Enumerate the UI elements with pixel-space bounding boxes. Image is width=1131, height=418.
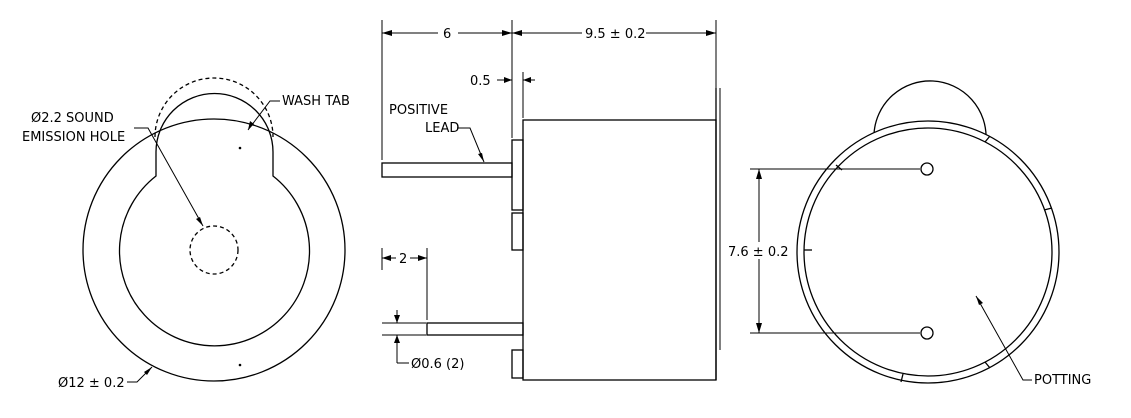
positive-lead-label-line2: LEAD (425, 121, 459, 136)
top-view: Ø2.2 SOUND EMISSION HOLE WASH TAB Ø12 ± … (22, 77, 350, 391)
sound-hole-leader (134, 127, 204, 227)
positive-lead-label-line1: POSITIVE (389, 103, 448, 118)
dim-arrow-lead-left (382, 30, 392, 36)
dim-arrow-body-left (512, 30, 522, 36)
dim-arrow-body-right (706, 30, 716, 36)
wash-tab-bump (873, 80, 987, 141)
dim-lead-diameter: Ø0.6 (2) (411, 357, 464, 372)
dim-arrow-offset-right (418, 255, 427, 261)
dim-arrow-flange-right (523, 77, 531, 83)
outer-circle (82, 118, 346, 382)
potting-label: POTTING (1034, 373, 1091, 388)
dim-body-height: 9.5 ± 0.2 (585, 27, 646, 42)
dim-pin-spacing: 7.6 ± 0.2 (728, 245, 789, 260)
sound-hole-label-line2: EMISSION HOLE (22, 130, 125, 145)
notch-right (1043, 207, 1053, 211)
dim-arrow-offset-left (382, 255, 391, 261)
wash-tab-arc (154, 77, 274, 138)
positive-lead-leader (457, 127, 485, 163)
upper-lead (381, 162, 513, 178)
standoff-middle (511, 212, 524, 251)
inner-ring (803, 127, 1053, 377)
standoff-upper (511, 139, 524, 211)
dim-lead-offset: 2 (399, 252, 407, 267)
notch-bottom (900, 373, 904, 383)
bottom-dot (238, 363, 242, 367)
dim-lead-length: 6 (443, 27, 451, 42)
dim-arrow-pin-bottom (756, 323, 762, 333)
outer-diameter-arrowhead (144, 367, 152, 375)
dim-arrow-lead-right (502, 30, 512, 36)
wash-tab-arrowhead (248, 121, 254, 130)
dim-arrow-dia-bottom (394, 335, 400, 343)
wash-tab-label: WASH TAB (282, 94, 350, 109)
outer-diameter-label: Ø12 ± 0.2 (58, 376, 125, 391)
outer-diameter-leader (127, 366, 153, 383)
pin-lower (920, 326, 934, 340)
buzzer-body (522, 119, 717, 381)
dim-arrow-dia-top (394, 315, 400, 323)
dim-arrow-flange-left (504, 77, 512, 83)
wash-tab-leader (247, 100, 280, 131)
positive-lead-arrowhead (478, 153, 484, 162)
pin-upper (920, 162, 934, 176)
bottom-view: 7.6 ± 0.2 POTTING (726, 80, 1091, 388)
potting-leader (975, 295, 1032, 381)
dim-flange: 0.5 (470, 74, 491, 89)
standoff-lower (511, 349, 524, 379)
lower-lead (426, 322, 524, 336)
sound-hole-arrowhead (196, 217, 203, 226)
dim-arrow-pin-top (756, 169, 762, 179)
sound-hole (189, 225, 239, 275)
center-dot (238, 146, 242, 150)
outer-ring (796, 120, 1060, 384)
notch-top-right (984, 135, 991, 143)
potting-arrowhead (976, 296, 983, 305)
inner-outline-with-tab (118, 92, 311, 347)
side-view: 6 9.5 ± 0.2 0.5 POSITIVE LEAD (381, 20, 721, 381)
notch-bottom-right (984, 361, 991, 369)
sound-hole-label-line1: Ø2.2 SOUND (31, 111, 114, 126)
